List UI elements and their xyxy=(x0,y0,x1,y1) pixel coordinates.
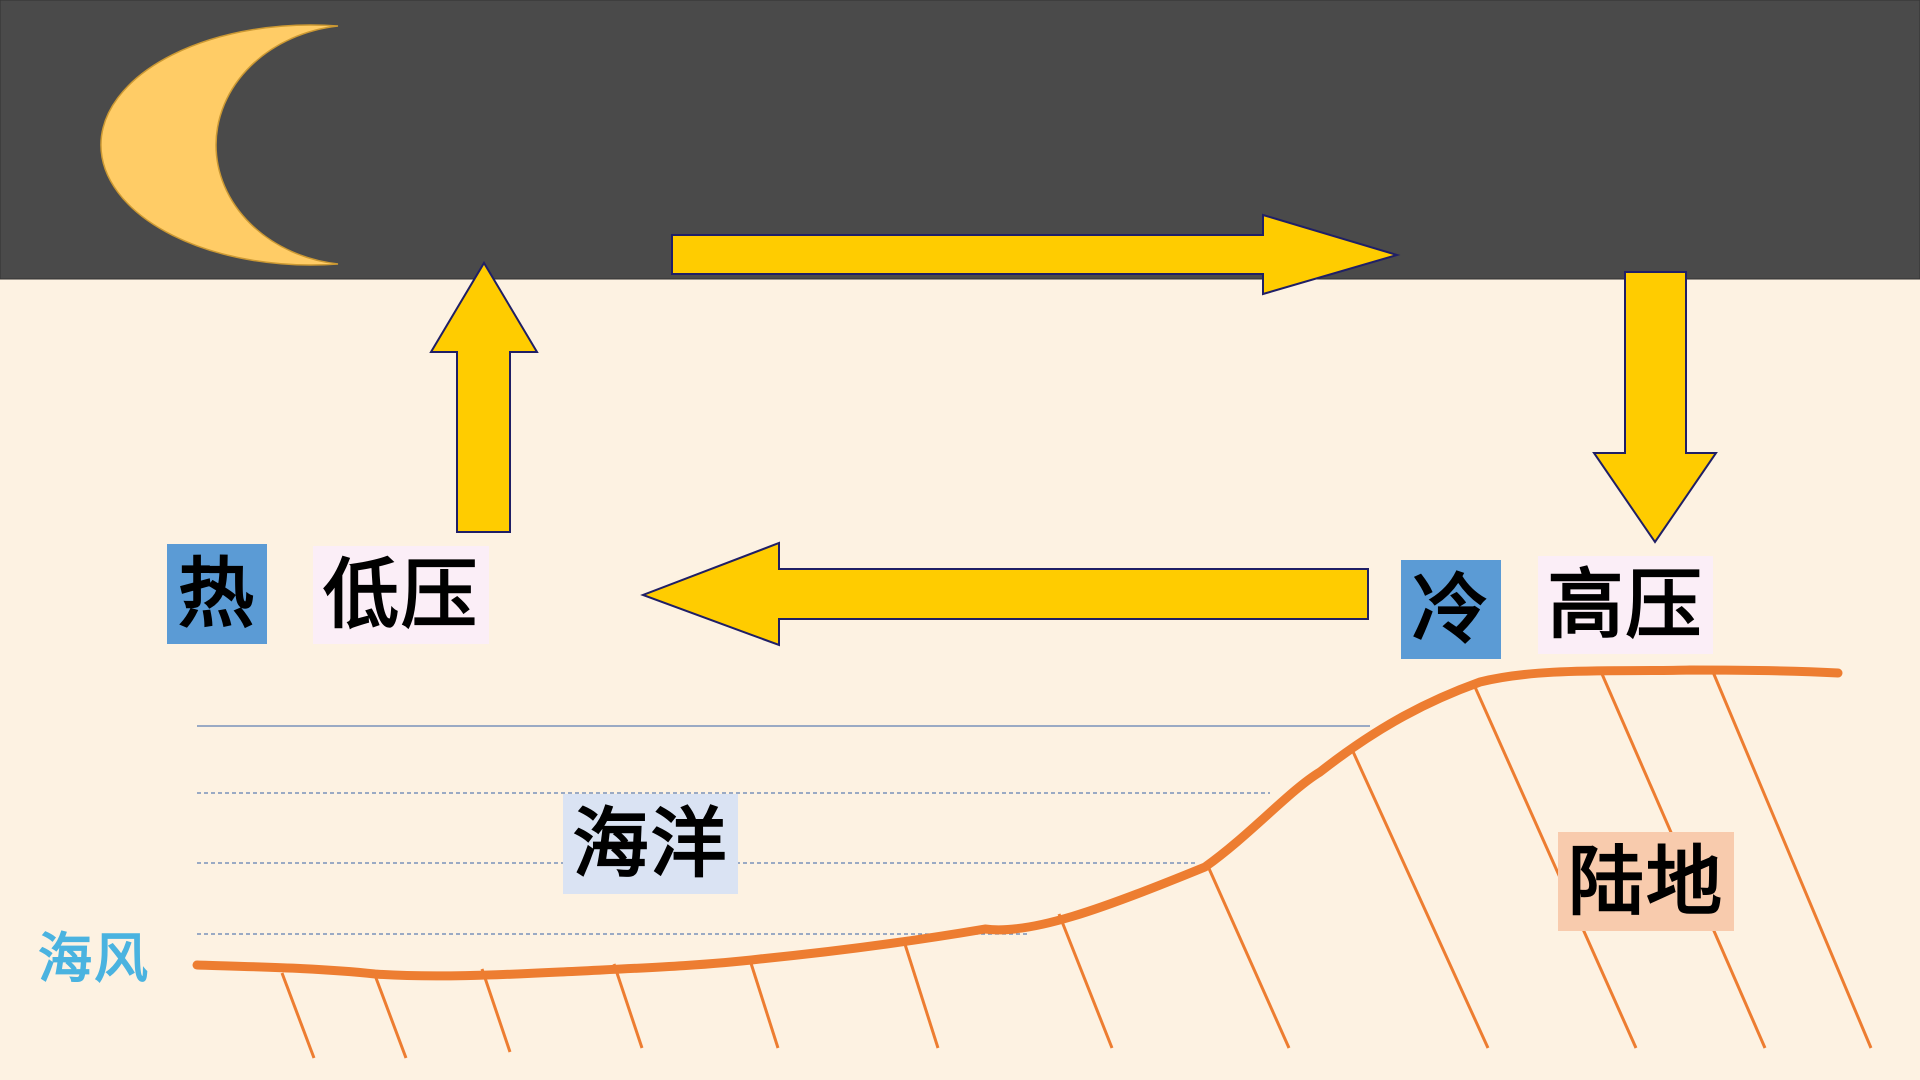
hatch-line xyxy=(1348,744,1490,1049)
air-circulation-arrows xyxy=(429,213,1718,647)
arrow-icon-upper-right xyxy=(671,213,1401,296)
low-pressure-label: 低压 xyxy=(313,546,489,644)
hatch-line xyxy=(901,937,940,1049)
arrow-icon-left-up xyxy=(429,261,539,533)
hot-label: 热 xyxy=(167,544,267,644)
crescent-moon-icon xyxy=(100,24,339,266)
ground-hatching xyxy=(280,671,1873,1059)
sea-breeze-label: 海风 xyxy=(38,927,150,990)
hatch-line xyxy=(480,968,512,1053)
night-sky xyxy=(0,0,1920,280)
coastline xyxy=(192,665,1843,981)
ocean-water-lines xyxy=(197,725,1370,935)
land-label: 陆地 xyxy=(1558,832,1734,931)
hatch-line xyxy=(374,977,408,1059)
high-pressure-label: 高压 xyxy=(1538,556,1713,654)
hatch-line xyxy=(1711,671,1873,1049)
hatch-line xyxy=(1473,686,1638,1049)
arrow-icon-lower-left xyxy=(640,541,1369,647)
hatch-line xyxy=(1057,913,1114,1049)
ocean-label: 海洋 xyxy=(563,794,738,894)
cold-label: 冷 xyxy=(1401,560,1501,659)
hatch-line xyxy=(747,956,780,1049)
hatch-line xyxy=(1205,863,1291,1049)
hatch-line xyxy=(280,972,316,1059)
arrow-icon-right-down xyxy=(1592,271,1718,544)
hatch-line xyxy=(612,963,644,1049)
